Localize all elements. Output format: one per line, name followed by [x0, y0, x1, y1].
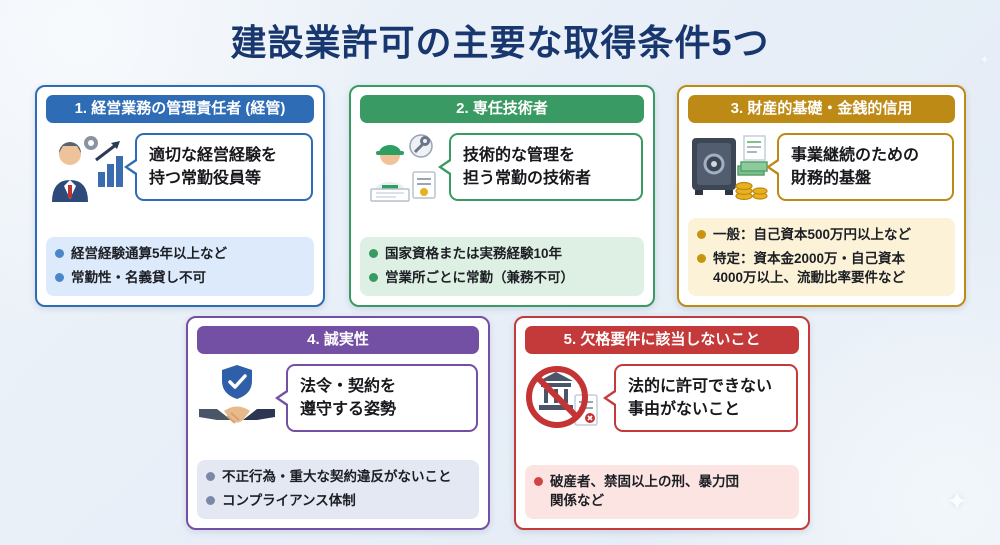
card-1-header: 1. 経営業務の管理責任者 (経管): [46, 95, 314, 123]
bullet-item: 不正行為・重大な契約違反がないこと: [206, 468, 470, 487]
bullet-dot: [206, 496, 215, 506]
card-1-body: 適切な経営経験を 持つ常勤役員等: [37, 125, 323, 204]
prohibition-icon: [525, 363, 605, 433]
card-3-body: 事業継続のための 財務的基盤: [679, 125, 964, 204]
bullet-dot: [369, 249, 378, 259]
manager-icon: [46, 132, 126, 202]
card-4-speech-bubble: 法令・契約を 遵守する姿勢: [286, 363, 478, 433]
card-sincerity: 4. 誠実性 法令・契約を 遵守する姿勢 不正行為・重大な契約違反がないこと: [186, 316, 490, 530]
sparkle-decoration: ✦: [979, 52, 990, 67]
bullet-dot: [206, 472, 215, 482]
bullet-dot: [55, 273, 64, 283]
card-5-header: 5. 欠格要件に該当しないこと: [525, 326, 799, 354]
card-5-speech-bubble: 法的に許可できない 事由がないこと: [614, 363, 798, 433]
card-financial-basis: 3. 財産的基礎・金銭的信用: [677, 85, 966, 307]
handshake-shield-icon: [197, 363, 277, 433]
card-3-bullet-list: 一般：自己資本500万円以上など 特定：資本金2000万・自己資本 4000万以…: [688, 218, 955, 296]
bullet-item: 営業所ごとに常勤（兼務不可）: [369, 269, 635, 288]
card-2-header: 2. 専任技術者: [360, 95, 644, 123]
card-2-body: 技術的な管理を 担う常勤の技術者: [351, 125, 653, 204]
bullet-item: 一般：自己資本500万円以上など: [697, 226, 946, 245]
card-1-speech-bubble: 適切な経営経験を 持つ常勤役員等: [135, 132, 313, 202]
bullet-item: 特定：資本金2000万・自己資本 4000万以上、流動比率要件など: [697, 250, 946, 288]
card-5-bullet-list: 破産者、禁固以上の刑、暴力団 関係など: [525, 465, 799, 519]
card-1-bullet-list: 経営経験通算5年以上など 常勤性・名義貸し不可: [46, 237, 314, 296]
card-management-responsible: 1. 経営業務の管理責任者 (経管) 適切な経営経: [35, 85, 325, 307]
bullet-item: 経営経験通算5年以上など: [55, 245, 305, 264]
bullet-dot: [534, 477, 543, 487]
bullet-dot: [369, 273, 378, 283]
card-5-body: 法的に許可できない 事由がないこと: [516, 356, 808, 435]
bullet-item: 常勤性・名義貸し不可: [55, 269, 305, 288]
bullet-item: コンプライアンス体制: [206, 492, 470, 511]
card-4-body: 法令・契約を 遵守する姿勢: [188, 356, 488, 435]
card-4-bullet-list: 不正行為・重大な契約違反がないこと コンプライアンス体制: [197, 460, 479, 519]
bullet-item: 国家資格または実務経験10年: [369, 245, 635, 264]
page-title: 建設業許可の主要な取得条件5つ: [230, 22, 770, 63]
bullet-dot: [55, 249, 64, 259]
card-4-header: 4. 誠実性: [197, 326, 479, 354]
card-dedicated-engineer: 2. 専任技術者: [349, 85, 655, 307]
sparkle-decoration: ✦: [946, 486, 968, 516]
card-3-speech-bubble: 事業継続のための 財務的基盤: [777, 132, 954, 202]
engineer-icon: [360, 132, 440, 202]
bullet-dot: [697, 230, 706, 240]
card-3-header: 3. 財産的基礎・金銭的信用: [688, 95, 955, 123]
bullet-item: 破産者、禁固以上の刑、暴力団 関係など: [534, 473, 790, 511]
card-2-bullet-list: 国家資格または実務経験10年 営業所ごとに常勤（兼務不可）: [360, 237, 644, 296]
safe-money-icon: [688, 132, 768, 202]
card-disqualification: 5. 欠格要件に該当しないこと: [514, 316, 810, 530]
bullet-dot: [697, 254, 706, 264]
card-2-speech-bubble: 技術的な管理を 担う常勤の技術者: [449, 132, 643, 202]
